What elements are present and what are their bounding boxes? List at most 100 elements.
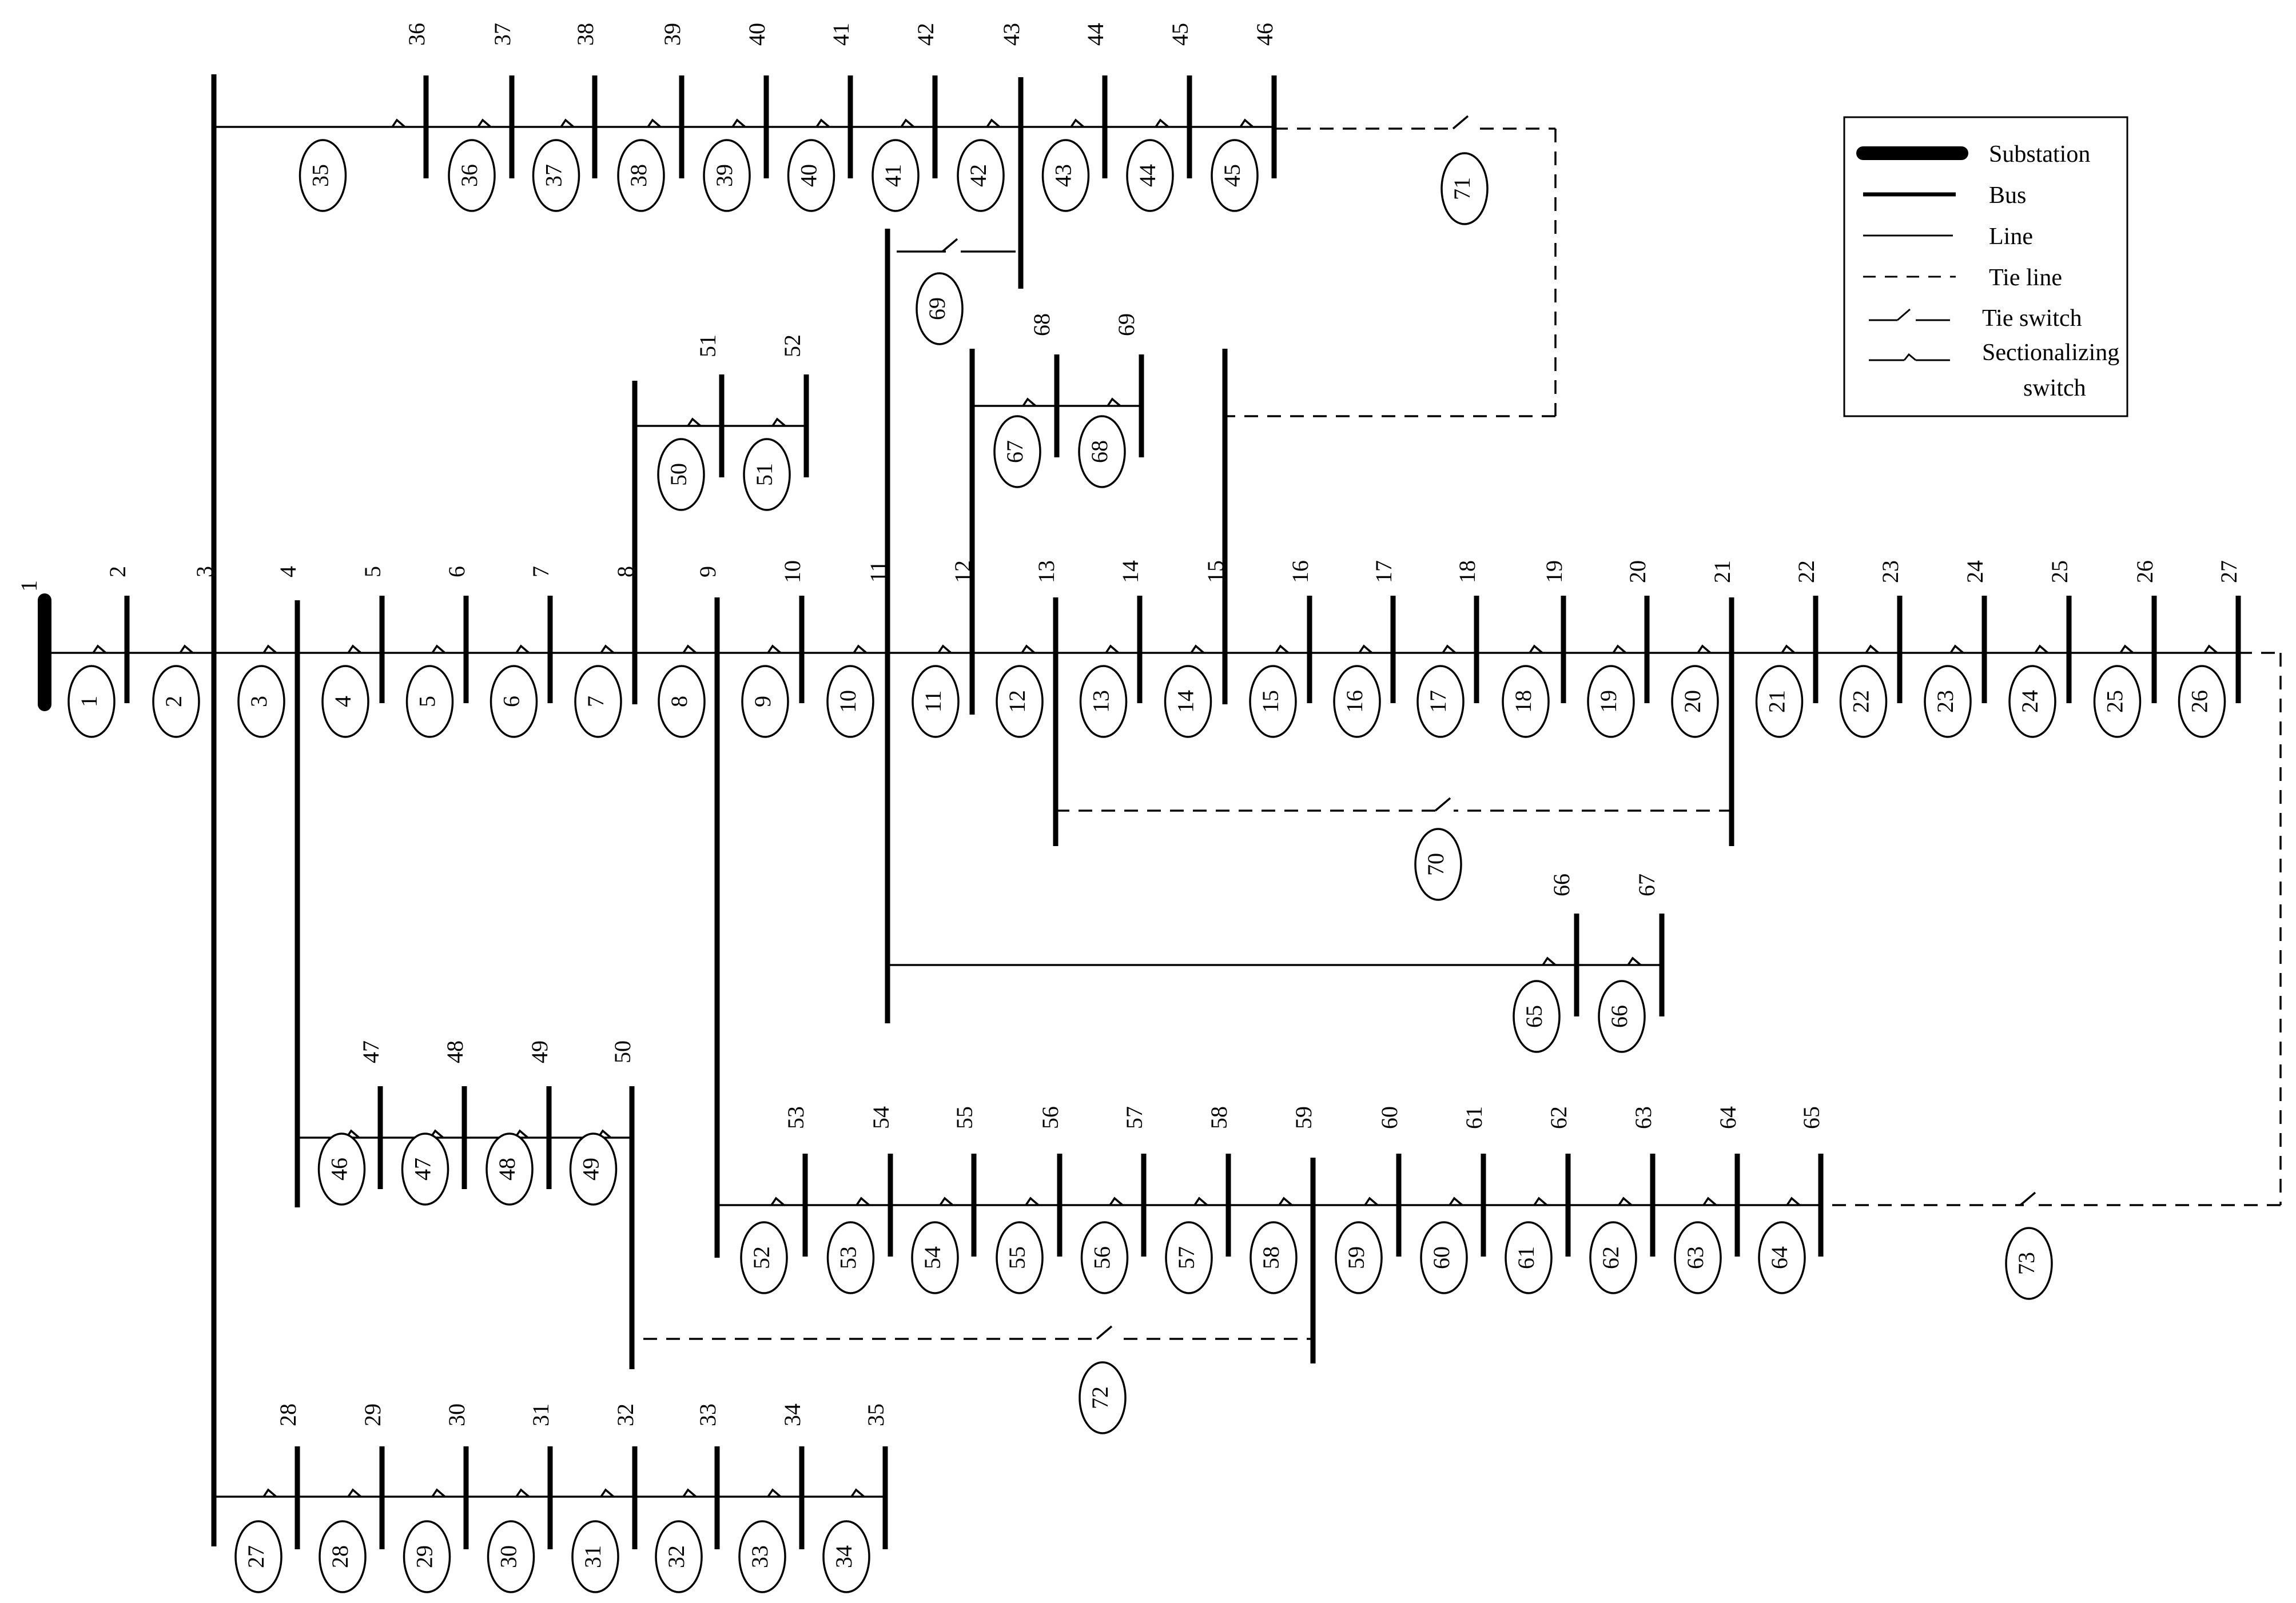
switch-label-8: 8: [666, 696, 692, 707]
switch-label-58: 58: [1258, 1246, 1284, 1269]
sectionalizing-switch-18-icon: [1529, 644, 1543, 654]
legend-tie-switch-symbol: [1869, 308, 1950, 321]
sectionalizing-switch-12-icon: [1021, 644, 1036, 654]
switch-label-53: 53: [835, 1246, 861, 1269]
switch-label-13: 13: [1088, 690, 1114, 713]
switch-label-55: 55: [1004, 1246, 1030, 1269]
switch-ellipse-59: [1335, 1221, 1383, 1294]
sectionalizing-switch-15-icon: [1275, 644, 1290, 654]
switch-ellipse-27: [234, 1520, 282, 1593]
switch-label-50: 50: [666, 463, 691, 486]
switch-ellipse-32: [655, 1520, 703, 1593]
switch-ellipse-11: [912, 665, 960, 738]
bus-label-49: 49: [527, 1040, 552, 1063]
lines-layer: [49, 126, 2282, 1498]
switch-label-47: 47: [410, 1158, 436, 1181]
sectionalizing-switch-7-icon: [600, 644, 615, 654]
bus-label-25: 25: [2047, 560, 2072, 583]
legend-substation-label: Substation: [1989, 141, 2090, 168]
sectionalizing-switch-61-icon: [1533, 1197, 1548, 1206]
legend-sectionalizing-switch-symbol: [1869, 353, 1950, 361]
bus-label-31: 31: [528, 1403, 554, 1426]
switch-label-33: 33: [747, 1545, 773, 1568]
switch-ellipse-55: [996, 1221, 1044, 1294]
switch-ellipse-34: [822, 1520, 870, 1593]
bus-label-1: 1: [16, 580, 42, 592]
sectionalizing-switch-25-icon: [2119, 644, 2134, 654]
switch-ellipse-12: [996, 665, 1044, 738]
switch-ellipse-49: [569, 1133, 618, 1206]
bus-label-32: 32: [612, 1403, 638, 1426]
bus-label-41: 41: [828, 23, 854, 46]
sectionalizing-switch-2-icon: [179, 644, 194, 654]
switch-ellipse-15: [1249, 665, 1297, 738]
sectionalizing-switch-44-icon: [1155, 118, 1169, 128]
switch-ellipse-68: [1078, 415, 1126, 488]
sectionalizing-switch-23-icon: [1949, 644, 1964, 654]
bus-label-60: 60: [1376, 1106, 1402, 1129]
switch-label-22: 22: [1848, 690, 1874, 713]
switch-label-12: 12: [1004, 690, 1030, 713]
bus-label-38: 38: [572, 23, 598, 46]
legend: Substation Bus Line Tie line Tie switch …: [1843, 116, 2128, 417]
switch-ellipse-22: [1839, 665, 1888, 738]
bus-label-62: 62: [1546, 1106, 1571, 1129]
switch-label-48: 48: [494, 1158, 520, 1181]
switch-ellipse-67: [993, 415, 1041, 488]
switch-label-44: 44: [1135, 164, 1160, 187]
sectionalizing-switch-65-icon: [1542, 956, 1557, 966]
switch-label-5: 5: [415, 696, 440, 707]
bus-label-27: 27: [2216, 560, 2242, 583]
bus-label-51: 51: [695, 334, 721, 357]
switch-ellipse-35: [299, 139, 347, 212]
bus-label-59: 59: [1291, 1106, 1316, 1129]
switch-label-15: 15: [1258, 690, 1283, 713]
bus-label-2: 2: [105, 566, 130, 577]
tie-switch-71-icon: [1452, 115, 1469, 130]
bus-label-36: 36: [404, 23, 429, 46]
switch-ellipse-3: [237, 665, 285, 738]
sectionalizing-switch-5-icon: [431, 644, 446, 654]
switch-label-37: 37: [541, 164, 567, 187]
sectionalizing-switch-53-icon: [855, 1197, 870, 1206]
switch-label-46: 46: [327, 1158, 352, 1181]
switch-label-64: 64: [1766, 1246, 1792, 1269]
switch-ellipse-10: [826, 665, 874, 738]
switch-ellipse-30: [487, 1520, 535, 1593]
switch-ellipse-73: [2005, 1227, 2053, 1300]
switch-label-3: 3: [246, 696, 272, 707]
switch-ellipse-18: [1502, 665, 1550, 738]
bus-label-10: 10: [779, 560, 805, 583]
switch-ellipse-5: [405, 665, 454, 738]
buses-layer: [38, 74, 2241, 1549]
sectionalizing-switch-64-icon: [1786, 1197, 1801, 1206]
sectionalizing-switch-19-icon: [1612, 644, 1627, 654]
switch-label-66: 66: [1606, 1005, 1632, 1028]
sectionalizing-switch-40-icon: [815, 118, 830, 128]
bus-label-55: 55: [952, 1106, 977, 1129]
switch-ellipse-2: [152, 665, 200, 738]
switch-label-27: 27: [243, 1545, 269, 1568]
switch-label-31: 31: [580, 1545, 606, 1568]
bus-label-3: 3: [192, 566, 217, 577]
sectionalizing-switch-43-icon: [1070, 118, 1085, 128]
bus-label-6: 6: [444, 566, 469, 577]
bus-label-26: 26: [2132, 560, 2158, 583]
tie-gap-70: [1439, 807, 1454, 814]
switch-label-32: 32: [663, 1545, 689, 1568]
switch-label-2: 2: [161, 696, 186, 707]
switch-label-68: 68: [1087, 440, 1112, 463]
switch-ellipse-69: [916, 272, 964, 345]
switch-label-9: 9: [750, 696, 775, 707]
sectionalizing-switch-39-icon: [731, 118, 746, 128]
switch-ellipse-60: [1420, 1221, 1468, 1294]
sectionalizing-switch-30-icon: [515, 1488, 530, 1498]
bus-label-35: 35: [863, 1403, 889, 1426]
switch-ellipse-62: [1589, 1221, 1637, 1294]
sectionalizing-switch-33-icon: [767, 1488, 782, 1498]
switch-ellipse-38: [617, 139, 665, 212]
bus-label-13: 13: [1033, 560, 1059, 583]
bus-label-66: 66: [1549, 874, 1574, 896]
legend-box: [1843, 116, 2128, 417]
